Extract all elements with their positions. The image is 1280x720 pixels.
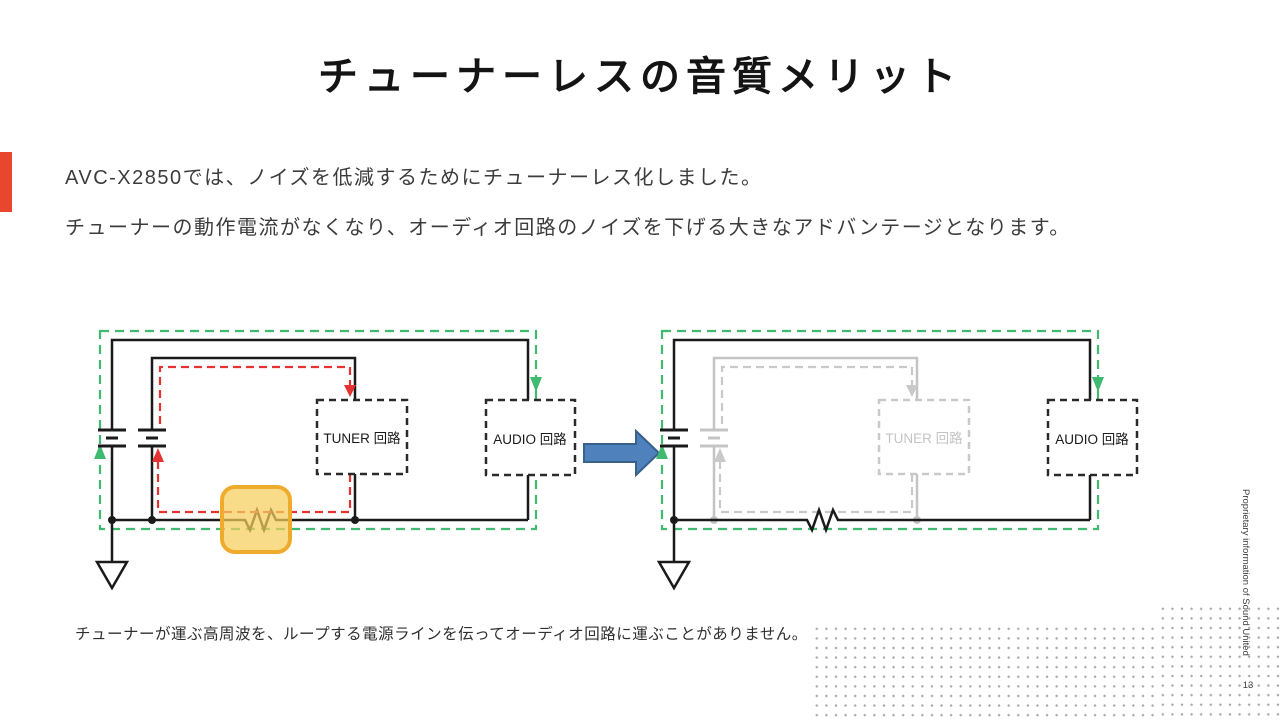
battery-audio-icon <box>660 428 688 448</box>
ghost-tuner-circuit-box <box>877 398 971 476</box>
footer-proprietary-text: Proprietary information of Sound United <box>1240 489 1251 656</box>
green-down-arrow-icon <box>530 377 542 392</box>
battery-audio-icon <box>98 428 126 448</box>
audio-loop-outline <box>98 329 538 531</box>
red-up-arrow-icon <box>152 448 164 462</box>
red-down-arrow-icon <box>344 385 356 397</box>
diagram-caption: チューナーが運ぶ高周波を、ループする電源ラインを伝ってオーディオ回路に運ぶことが… <box>75 626 808 643</box>
audio-loop-outline <box>660 329 1100 531</box>
page-number: 13 <box>1242 680 1254 691</box>
battery-tuner-icon <box>138 428 166 448</box>
resistor-icon <box>797 506 843 534</box>
junction-dot <box>108 516 116 524</box>
ghost-noise-loop-outline <box>718 365 914 514</box>
page-title: チューナーレスの音質メリット <box>318 55 962 99</box>
junction-dot <box>148 516 156 524</box>
gray-up-arrow-icon <box>714 448 726 462</box>
green-up-arrow-icon <box>94 444 106 459</box>
junction-dot <box>351 516 359 524</box>
green-down-arrow-icon <box>1092 377 1104 392</box>
tuner-circuit-box <box>315 398 409 476</box>
junction-dot <box>670 516 678 524</box>
audio-box-label: AUDIO 回路 <box>1055 432 1129 447</box>
diagram-before-tuner: TUNER 回路 AUDIO 回路 <box>94 329 577 591</box>
green-up-arrow-icon <box>656 444 668 459</box>
ghost-tuner-wires <box>712 356 919 520</box>
accent-bar <box>0 152 12 212</box>
diagram-after-tunerless: TUNER 回路 AUDIO 回路 <box>656 329 1139 591</box>
circuit-wires <box>672 338 1092 562</box>
audio-circuit-box <box>1046 398 1139 477</box>
audio-circuit-box <box>484 398 577 477</box>
body-text-line1: AVC-X2850では、ノイズを低減するためにチューナーレス化しました。 <box>65 167 763 189</box>
body-text-line2: チューナーの動作電流がなくなり、オーディオ回路のノイズを下げる大きなアドバンテー… <box>65 217 1071 239</box>
ground-icon <box>94 560 130 591</box>
dot-pattern <box>812 624 1158 720</box>
dot-pattern <box>1158 604 1280 720</box>
transition-arrow-icon <box>583 428 661 478</box>
tuner-box-label: TUNER 回路 <box>323 431 401 446</box>
audio-box-label: AUDIO 回路 <box>493 432 567 447</box>
gray-down-arrow-icon <box>906 385 918 397</box>
ghost-battery-tuner-icon <box>700 428 728 448</box>
ghost-tuner-box-label: TUNER 回路 <box>885 431 963 446</box>
ground-icon <box>656 560 692 591</box>
resistor-highlight <box>220 485 292 554</box>
